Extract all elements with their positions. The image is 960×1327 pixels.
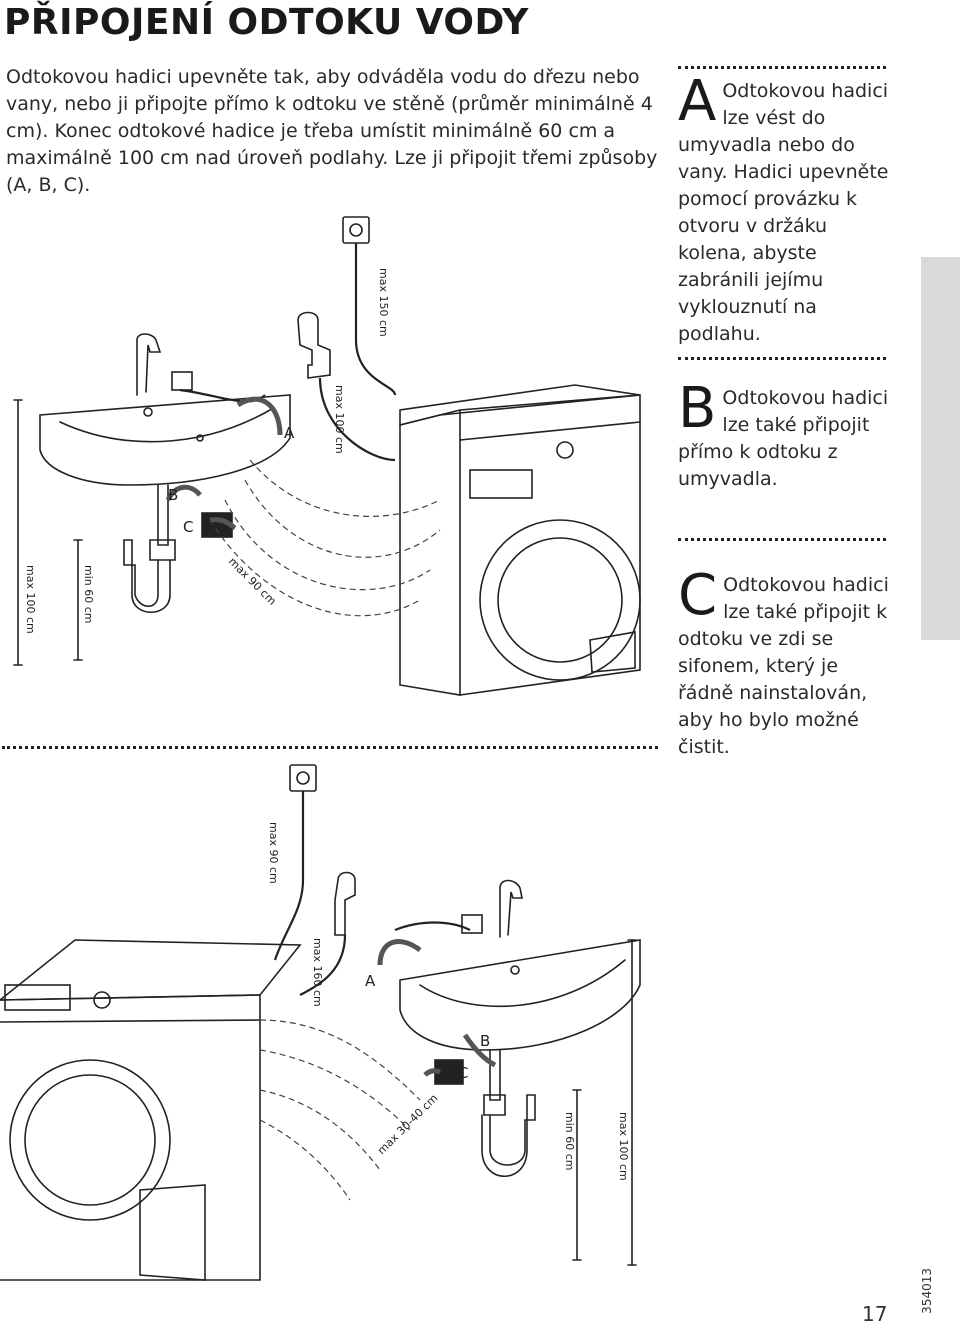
label-a: A [284, 424, 295, 442]
page-title: PŘIPOJENÍ ODTOKU VODY [4, 2, 529, 43]
label-a: A [365, 972, 376, 990]
page-number: 17 [862, 1302, 888, 1326]
label-max100-floor: max 100 cm [24, 565, 37, 634]
section-tab [921, 257, 960, 640]
diagram-bottom: A B C max 90 cm max 160 cm max 30-40 cm … [0, 764, 641, 1281]
note-a-text: Odtokovou hadici lze vést do umyvadla ne… [678, 80, 889, 345]
washer-door [479, 519, 641, 681]
intro-paragraph: Odtokovou hadici upevněte tak, aby odvád… [6, 66, 658, 196]
note-divider [678, 66, 886, 69]
washer-body [399, 408, 461, 696]
wall-drain-c [434, 1059, 464, 1085]
label-min60: min 60 cm [563, 1112, 576, 1171]
label-max3040: max 30-40 cm [375, 1092, 441, 1158]
label-max90: max 90 cm [226, 555, 279, 608]
washer-body [0, 939, 302, 1001]
label-c: C [183, 518, 193, 536]
label-b: B [168, 486, 178, 504]
note-c-letter: C [678, 563, 718, 628]
note-a-letter: A [678, 69, 717, 134]
label-max90: max 90 cm [267, 822, 280, 884]
note-b-text: Odtokovou hadici lze také připojit přímo… [678, 387, 889, 490]
note-divider [678, 357, 886, 360]
sink [399, 939, 641, 1051]
tap [334, 871, 356, 936]
faucet [136, 333, 162, 396]
note-divider [678, 538, 886, 541]
section-divider [2, 746, 658, 749]
document-id: 354013 [920, 1268, 934, 1314]
tap [297, 311, 331, 379]
diagram-top: A B C max 150 cm max 100 cm max 90 cm ma… [13, 216, 641, 696]
label-min60: min 60 cm [82, 565, 95, 624]
label-max150: max 150 cm [377, 268, 390, 337]
label-max160: max 160 cm [311, 938, 324, 1007]
note-c-text: Odtokovou hadici lze také připojit k odt… [678, 574, 889, 758]
label-max100-hose: max 100 cm [333, 385, 346, 454]
label-b: B [480, 1032, 490, 1050]
washer-door [9, 1059, 171, 1221]
faucet [499, 879, 523, 938]
sink-top [39, 394, 291, 486]
label-max100: max 100 cm [617, 1112, 630, 1181]
label-c: C [458, 1064, 468, 1082]
note-b-letter: B [678, 376, 717, 441]
